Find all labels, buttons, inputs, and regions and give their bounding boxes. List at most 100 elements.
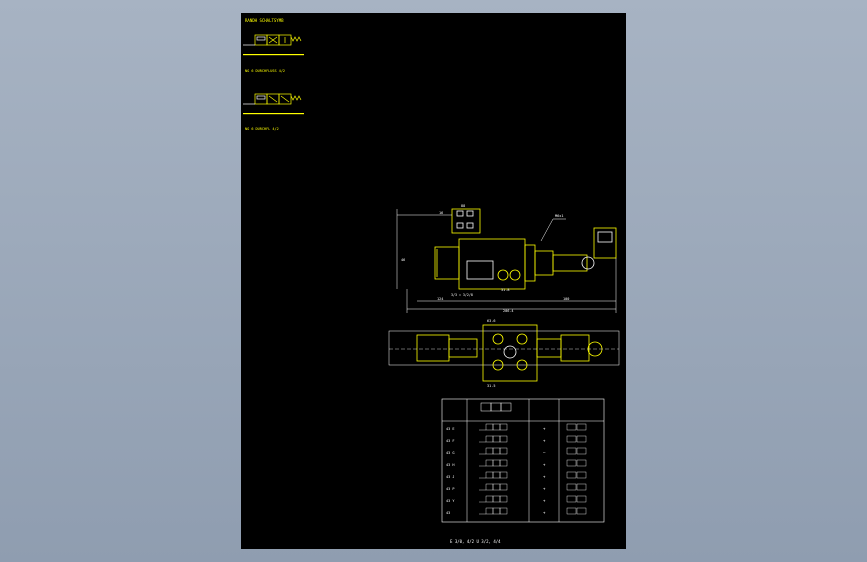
header-symbol-box-1 [480, 402, 492, 412]
connector-right-cap [597, 231, 613, 243]
symbol-b-solenoid [256, 95, 266, 100]
row-code: 43 J [446, 475, 454, 479]
symbol-a-rule [243, 54, 304, 56]
row-position-box [576, 495, 587, 503]
row-symbol-box [485, 423, 494, 431]
row-symbol-box [499, 423, 508, 431]
row-position-box [566, 507, 577, 515]
plunger-tube [552, 254, 588, 272]
plan-dim-b: 31.5 [487, 384, 495, 388]
row-position-box [566, 459, 577, 467]
solenoid-right-flange [524, 244, 536, 282]
table-rows: 43 E +43 F +43 G— 43 H +43 J +43 P+ 43 Y +43 + [446, 423, 587, 515]
footer-note: E 3/0, 4/2 U 3/2, 4/4 [450, 539, 501, 544]
symbol-b-caption: NG 6 DURCHFL 4/2 [245, 127, 279, 131]
row-symbol-box [492, 495, 501, 503]
header-symbol-box-2 [490, 402, 502, 412]
plan-dim-a: 63.6 [487, 319, 495, 323]
valve-side-view: 16 88 M6x1 46 31.8 3/3 = 3/2/8 124 100 2… [396, 204, 617, 313]
row-position-box [576, 435, 587, 443]
plan-center-port [503, 345, 517, 359]
manual-override [581, 256, 595, 270]
valve-housing [458, 238, 526, 290]
row-symbol-box [485, 447, 494, 455]
dim-mid: 31.8 [501, 288, 509, 292]
row-code: 43 [446, 511, 450, 515]
symbol-a-box-right [278, 34, 292, 46]
table-row: 43 G— [446, 447, 587, 455]
table-header-symbol [480, 402, 512, 412]
plan-port-t [516, 359, 528, 371]
symbol-a-spring [290, 36, 302, 42]
row-code: 43 F [446, 439, 454, 443]
housing-inner-panel [466, 260, 494, 280]
symbol-b-arrow-2 [280, 95, 290, 103]
dim-top-a: 88 [461, 204, 465, 208]
connector-pin-1 [456, 210, 464, 217]
connector-plug-right [593, 227, 617, 259]
row-position-box [576, 447, 587, 455]
row-position-box [576, 459, 587, 467]
plan-coil-right [536, 338, 562, 358]
row-sign: + [543, 498, 546, 503]
table-row: 43 P+ [446, 483, 587, 491]
row-symbol-box [499, 495, 508, 503]
row-position-box [576, 483, 587, 491]
row-symbol-box [485, 435, 494, 443]
symbols-title: RANDH SCHALTSYMB [245, 18, 284, 23]
port-circle-1 [497, 269, 509, 281]
table-row: 43 F + [446, 435, 587, 443]
symbol-a-caption: NG 6 DURCHFLUSS 4/2 [245, 69, 285, 73]
row-sign: + [543, 438, 546, 443]
row-sign: + [543, 510, 546, 515]
row-code: 43 P [446, 487, 454, 491]
row-symbol-box [499, 435, 508, 443]
row-symbol-box [485, 483, 494, 491]
row-position-box [566, 471, 577, 479]
dim-right-leader: M6x1 [555, 214, 563, 218]
plan-coil-left [448, 338, 478, 358]
plan-port-b [516, 333, 528, 345]
connector-plug-left [451, 208, 481, 234]
row-sign: + [543, 462, 546, 467]
row-position-box [566, 495, 577, 503]
row-code: 43 H [446, 463, 454, 467]
row-symbol-box [485, 495, 494, 503]
symbol-a-arrow-2 [268, 36, 278, 44]
row-symbol-box [499, 459, 508, 467]
port-circle-2 [509, 269, 521, 281]
row-position-box [566, 423, 577, 431]
row-sign: + [543, 426, 546, 431]
row-code: 43 G [446, 451, 454, 455]
header-symbol-box-3 [500, 402, 512, 412]
valve-plan-view: 63.6 31.5 [388, 319, 620, 388]
plan-solenoid-right [560, 334, 590, 362]
row-symbol-box [499, 507, 508, 515]
row-position-box [576, 507, 587, 515]
connector-pin-3 [456, 222, 464, 229]
row-sign: + [543, 474, 546, 479]
row-symbol-box [492, 471, 501, 479]
table-row: 43 E + [446, 423, 587, 431]
row-symbol-box [499, 483, 508, 491]
table-row: 43 J + [446, 471, 587, 479]
row-code: 43 Y [446, 499, 455, 503]
row-code: 43 E [446, 427, 454, 431]
plan-port-p [492, 359, 504, 371]
table-row: 43 H + [446, 459, 587, 467]
symbol-b-arrow-1 [268, 95, 278, 103]
row-symbol-box [499, 447, 508, 455]
connector-pin-4 [466, 222, 474, 229]
drawing-sheet: RANDH SCHALTSYMB NG 6 DURCHFLUSS 4/2 [241, 13, 626, 549]
plan-body [482, 324, 538, 382]
row-symbol-box [492, 507, 501, 515]
dim-bottom-total: 206.4 [503, 309, 514, 313]
row-position-box [566, 447, 577, 455]
dim-bottom-b: 100 [563, 297, 569, 301]
plan-solenoid-left [416, 334, 450, 362]
plan-port-a [492, 333, 504, 345]
connector-pin-2 [466, 210, 474, 217]
valve-symbol-b [243, 93, 304, 115]
row-symbol-box [485, 507, 494, 515]
